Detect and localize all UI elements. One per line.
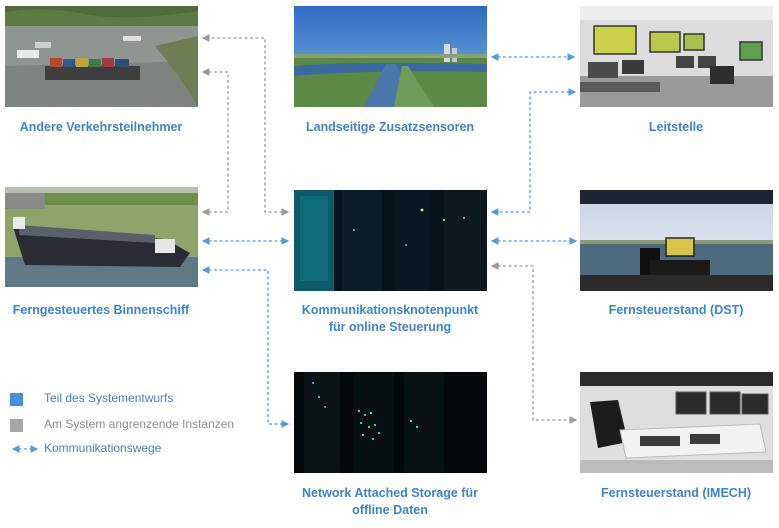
- legend-swatch-blue: [10, 393, 23, 406]
- legend-label-communication: Kommunikationswege: [44, 441, 162, 455]
- node-label-nas: Network Attached Storage für offline Dat…: [302, 486, 478, 517]
- legend-item-communication: Kommunikationswege: [10, 440, 270, 458]
- node-label-comm-node: Kommunikationsknotenpunkt für online Ste…: [301, 303, 479, 334]
- node-label-dst: Fernsteuerstand (DST): [608, 303, 744, 317]
- link-traffic-to-ship: [201, 68, 229, 216]
- node-label-land-sensors: Landseitige Zusatzsensoren: [305, 120, 475, 134]
- legend-label-system: Teil des Systementwurfs: [44, 391, 174, 405]
- dashed-arrow-icon: [11, 445, 39, 453]
- node-label-imech: Fernsteuerstand (IMECH): [600, 486, 752, 500]
- control-room-photo: [580, 6, 773, 107]
- link-node-to-imech: [490, 262, 578, 424]
- legend-swatch-gray: [10, 419, 23, 432]
- inland-ship-photo: [5, 187, 198, 287]
- remote-console-photo: [580, 372, 773, 473]
- data-center-photo: [294, 372, 487, 473]
- node-label-other-traffic: Andere Verkehrsteilnehmer: [19, 120, 183, 134]
- legend-label-adjacent: Am System angrenzende Instanzen: [44, 417, 235, 431]
- aerial-river-photo: [294, 6, 487, 107]
- container-ship-photo: [5, 6, 198, 107]
- server-rack-photo: [294, 190, 487, 291]
- simulator-photo: [580, 190, 773, 291]
- link-sensors-to-traffic: [201, 34, 290, 216]
- link-control-to-node: [490, 88, 577, 216]
- legend-item-adjacent: Am System angrenzende Instanzen: [10, 416, 270, 434]
- legend-item-system: Teil des Systementwurfs: [10, 390, 270, 408]
- node-label-control-center: Leitstelle: [648, 120, 704, 134]
- node-label-remote-ship: Ferngesteuertes Binnenschiff: [12, 303, 190, 317]
